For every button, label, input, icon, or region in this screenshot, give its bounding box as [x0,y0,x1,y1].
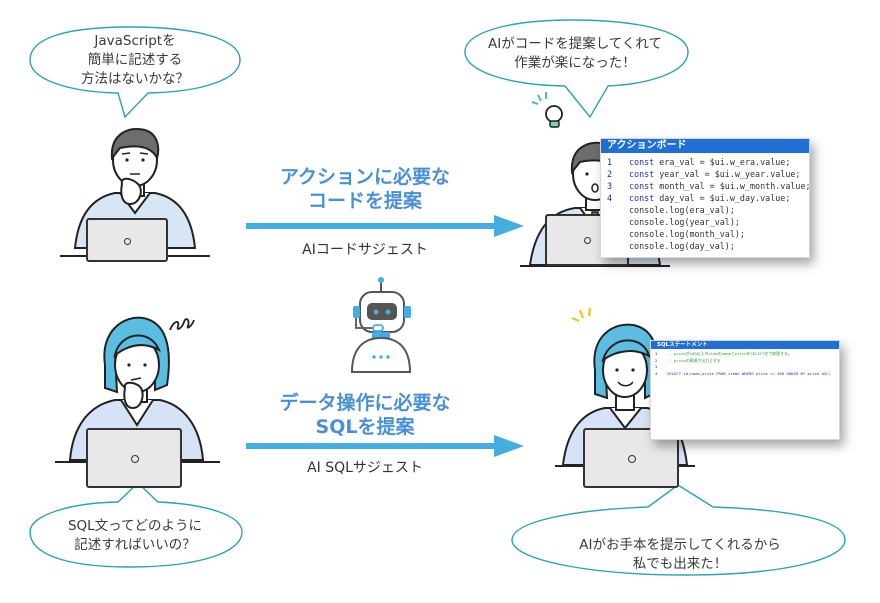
line-number: 2 [607,169,613,179]
line-number: 3 [655,364,658,369]
code-keyword: const [629,157,655,167]
code-line: 2 const year_val = $ui.w_year.value; [607,168,805,180]
flow-top-headline: アクションに必要な コードを提案 [279,166,451,212]
sql-text: -- priceの昇順で出力とする [667,357,721,363]
sql-line: 1 -- priceが100以上のitemのnameとpriceをSELECT文で… [655,351,835,358]
sql-line: 2 -- priceの昇順で出力とする [655,358,835,365]
sql-statement-code: 1 -- priceが100以上のitemのnameとpriceをSELECT文で… [651,349,839,377]
code-line: console.log(era_val); [607,204,805,216]
laptop-logo-icon [584,237,591,244]
laptop-logo-icon [124,238,131,245]
line-number: 1 [607,157,613,167]
bubble-text-top-left: JavaScriptを 簡単に記述する 方法はないかな？ [81,33,189,87]
code-line: 3 const month_val = $ui.w_month.value; [607,180,811,192]
code-text: console.log(day_val); [629,241,735,251]
laptop [86,428,182,488]
code-text: console.log(era_val); [629,205,735,215]
sql-line: 3 [655,364,835,371]
line-number: 2 [655,357,658,363]
laptop-logo-icon [628,455,636,463]
speech-bubble-bottom-right [511,484,846,576]
line-number: 4 [607,193,613,203]
swirl-icon [169,318,195,331]
speech-bubble-bottom-left [29,482,243,568]
code-text: year_val = $ui.w_year.value; [654,169,801,179]
code-line: console.log(day_val); [607,240,805,252]
flow-top-arrow [246,215,524,237]
lightbulb-icon [531,92,563,128]
man-thinking-illustration [60,128,210,257]
action-board-title: アクションボード [601,139,809,153]
line-number: 4 [655,370,658,376]
sql-statement-panel: SQLステートメント 1 -- priceが100以上のitemのnameとpri… [650,340,840,440]
action-board-panel: アクションボード 1 const era_val = $ui.w_era.valu… [600,138,811,258]
code-line: 4 const day_val = $ui.w_day.value; [607,192,805,204]
flow-bottom-headline: データ操作に必要な SQLを提案 [279,392,451,438]
action-board-code: 1 const era_val = $ui.w_era.value;2 const … [601,153,811,252]
code-text: era_val = $ui.w_era.value; [654,157,791,167]
flow-bottom-arrow [246,435,524,457]
code-text: month_val = $ui.w_month.value; [654,181,811,191]
speech-bubble-top-left [29,26,241,119]
line-number: 3 [607,181,613,191]
code-keyword: const [629,181,655,191]
code-text: console.log(year_val); [629,217,740,227]
laptop [86,218,168,262]
speech-bubble-top-right [464,19,689,119]
robot-icon [350,277,412,373]
sql-text: SELECT id,name,price FROM items WHERE pr… [667,370,831,376]
sql-line: 4 SELECT id,name,price FROM items WHERE p… [655,371,835,378]
bubble-text-bottom-left: SQL文ってどのように 記述すればいいの？ [67,518,203,553]
code-line: console.log(year_val); [607,216,805,228]
line-number: 1 [655,351,658,356]
sql-text: -- priceが100以上のitemのnameとpriceをSELECT文で取… [667,351,792,356]
code-text: console.log(month_val); [629,229,745,239]
code-keyword: const [629,193,655,203]
bubble-text-top-right: AIがコードを提案してくれて 作業が楽になった！ [487,36,662,71]
laptop-logo-icon [131,455,139,463]
code-line: console.log(month_val); [607,228,805,240]
code-keyword: const [629,169,655,179]
flow-bottom-label: AI SQLサジェスト [307,460,423,476]
code-text: day_val = $ui.w_day.value; [654,193,791,203]
bubble-text-bottom-right: AIがお手本を提示してくれるから 私でも出来た！ [579,537,781,572]
code-line: 1 const era_val = $ui.w_era.value; [607,156,805,168]
flow-top-label: AIコードサジェスト [302,242,428,258]
sql-statement-title: SQLステートメント [651,341,839,349]
sparkle-icon [571,307,592,323]
